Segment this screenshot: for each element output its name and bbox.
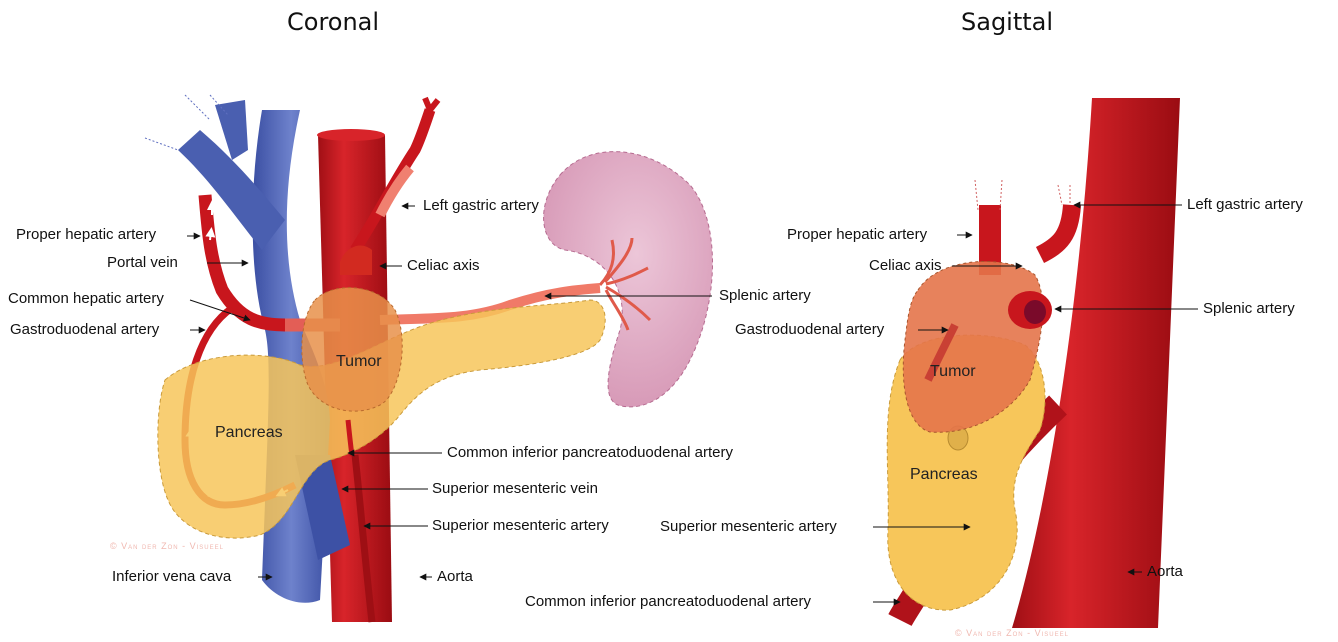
label-aorta: Aorta — [437, 568, 473, 586]
label-superior-mesenteric-artery: Superior mesenteric artery — [432, 517, 609, 535]
sag-organ-tumor: Tumor — [930, 363, 976, 381]
organ-pancreas: Pancreas — [215, 424, 283, 442]
label-sag-aorta: Aorta — [1147, 563, 1183, 581]
sagittal-left-gastric — [1040, 205, 1072, 255]
label-common-hepatic-artery: Common hepatic artery — [8, 290, 164, 308]
label-sag-superior-mesenteric-artery: Superior mesenteric artery — [660, 518, 837, 536]
label-inferior-vena-cava: Inferior vena cava — [112, 568, 231, 586]
label-sag-celiac-axis: Celiac axis — [869, 257, 942, 275]
tumor — [302, 288, 402, 412]
label-sag-splenic-artery: Splenic artery — [1203, 300, 1295, 318]
sagittal-title: Sagittal — [961, 8, 1053, 36]
label-sag-left-gastric-artery: Left gastric artery — [1187, 196, 1303, 214]
label-sag-cipd-artery: Common inferior pancreatoduodenal artery — [525, 593, 811, 611]
coronal-panel — [145, 95, 713, 622]
label-splenic-artery: Splenic artery — [719, 287, 811, 305]
coronal-title: Coronal — [287, 8, 379, 36]
sag-organ-pancreas: Pancreas — [910, 466, 978, 484]
organ-tumor: Tumor — [336, 353, 382, 371]
watermark: © Van der Zon - Visueel — [110, 541, 224, 551]
label-celiac-axis: Celiac axis — [407, 257, 480, 275]
label-superior-mesenteric-vein: Superior mesenteric vein — [432, 480, 598, 498]
sagittal-watermark: © Van der Zon - Visueel — [955, 628, 1069, 638]
spleen — [544, 152, 713, 407]
label-left-gastric-artery: Left gastric artery — [423, 197, 539, 215]
label-proper-hepatic-artery: Proper hepatic artery — [16, 226, 156, 244]
label-sag-gastroduodenal-artery: Gastroduodenal artery — [735, 321, 884, 339]
label-gastroduodenal-artery: Gastroduodenal artery — [10, 321, 159, 339]
label-cipd-artery: Common inferior pancreatoduodenal artery — [447, 444, 733, 462]
label-sag-proper-hepatic-artery: Proper hepatic artery — [787, 226, 927, 244]
label-portal-vein: Portal vein — [107, 254, 178, 272]
